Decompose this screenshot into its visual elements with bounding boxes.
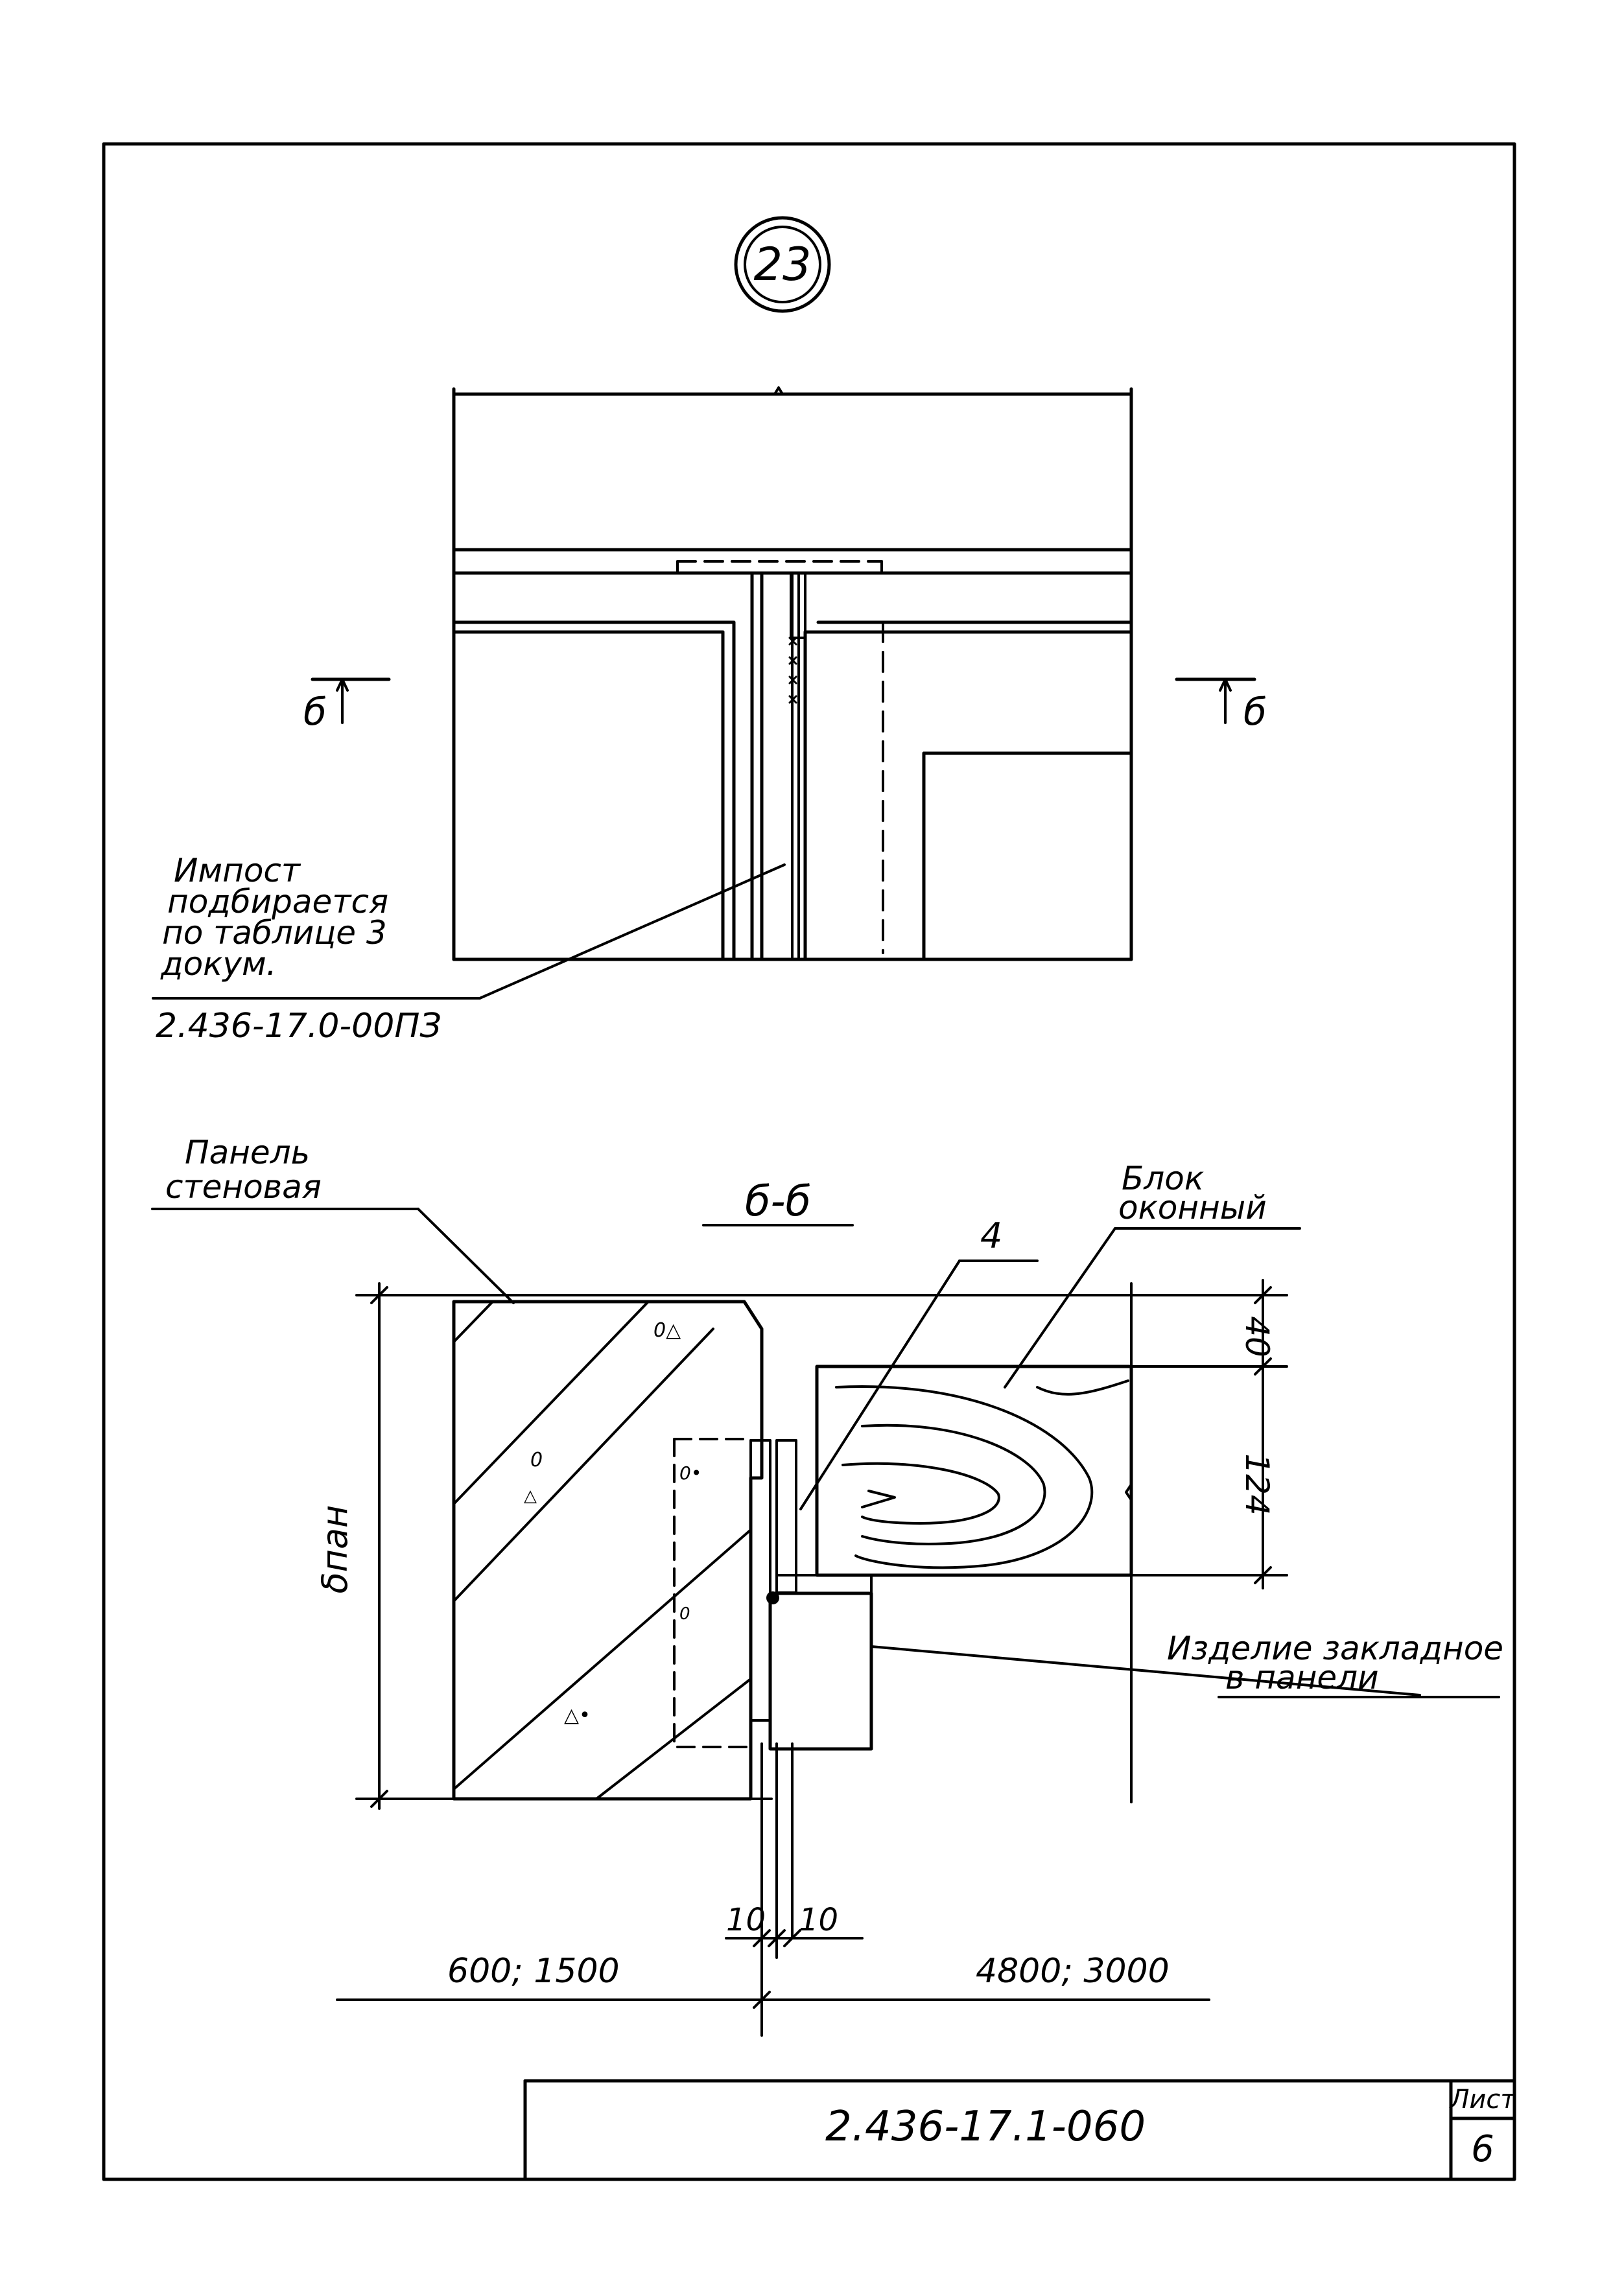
section-title: б-б bbox=[745, 1178, 811, 1226]
svg-text:△•: △• bbox=[564, 1704, 591, 1727]
embed-outline bbox=[673, 1438, 752, 1748]
dim-block: 124 bbox=[1238, 1453, 1276, 1515]
impost-text-3: по таблице 3 bbox=[162, 914, 387, 952]
embed-text-2: в панели bbox=[1225, 1659, 1379, 1696]
panel-text-1: Панель bbox=[185, 1134, 310, 1171]
impost-ref: 2.436-17.0-00ПЗ bbox=[156, 1007, 441, 1046]
svg-text:0: 0 bbox=[679, 1604, 690, 1624]
item-number: 4 bbox=[980, 1215, 1002, 1256]
dim-gap-right: 10 bbox=[799, 1902, 838, 1938]
svg-text:△: △ bbox=[524, 1486, 537, 1506]
block-text-1: Блок bbox=[1122, 1160, 1204, 1197]
svg-text:0•: 0• bbox=[679, 1462, 701, 1484]
dim-top: 40 bbox=[1238, 1316, 1276, 1357]
sill-box bbox=[768, 1591, 873, 1751]
svg-text:0: 0 bbox=[530, 1449, 543, 1471]
item-callout: 4 bbox=[799, 1215, 1039, 1510]
section-mark-left: б bbox=[303, 690, 327, 734]
block-text-2: оконный bbox=[1118, 1189, 1267, 1226]
sheet-number: 6 bbox=[1471, 2128, 1494, 2170]
impost-text-1: Импост bbox=[174, 852, 301, 889]
title-block: 2.436-17.1-060 Лист 6 bbox=[523, 2079, 1516, 2181]
dimensions bbox=[336, 1279, 1288, 2037]
section-cut-left: б bbox=[303, 677, 391, 734]
panel-callout: Панель стеновая bbox=[151, 1134, 515, 1304]
section-mark-right: б bbox=[1243, 690, 1267, 734]
dim-span-left: 600; 1500 bbox=[447, 1952, 620, 1991]
impost-text-4: докум. bbox=[160, 945, 277, 983]
sheet-frame bbox=[102, 142, 1516, 2181]
dim-span-right: 4800; 3000 bbox=[976, 1952, 1170, 1991]
panel-text-2: стеновая bbox=[165, 1168, 322, 1206]
window-block-section bbox=[815, 1365, 1133, 1577]
embed-callout: Изделие закладное в панели bbox=[870, 1630, 1503, 1698]
sheet-label: Лист bbox=[1448, 2085, 1516, 2115]
detail-marker: 23 bbox=[734, 216, 831, 313]
impost-text-2: подбирается bbox=[167, 883, 388, 920]
detail-marker-number: 23 bbox=[753, 238, 811, 291]
svg-text:0△: 0△ bbox=[653, 1319, 681, 1342]
wall-panel-section: 0△ 0 △ 0• 0 △• bbox=[452, 1300, 764, 1801]
block-callout: Блок оконный bbox=[1004, 1160, 1301, 1389]
doc-code: 2.436-17.1-060 bbox=[825, 2103, 1146, 2151]
elevation-view bbox=[452, 386, 1133, 961]
dim-panel-thickness: δпан bbox=[314, 1505, 355, 1594]
impost-callout: Импост подбирается по таблице 3 докум. 2… bbox=[152, 852, 786, 1046]
section-cut-right: б bbox=[1175, 677, 1267, 734]
embed-text-1: Изделие закладное bbox=[1167, 1630, 1503, 1667]
dim-gap-left: 10 bbox=[726, 1902, 766, 1938]
